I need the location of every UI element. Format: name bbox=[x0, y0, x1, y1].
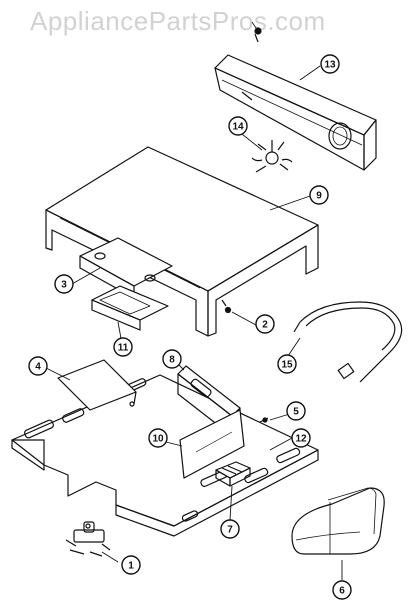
callout-5: 5 bbox=[286, 401, 306, 421]
callout-8-label: 8 bbox=[169, 355, 175, 366]
callout-9: 9 bbox=[309, 185, 329, 205]
callout-2-label: 2 bbox=[262, 320, 268, 331]
part-fan-motor bbox=[251, 140, 293, 173]
callout-3-label: 3 bbox=[61, 280, 67, 291]
callout-2: 2 bbox=[255, 314, 275, 334]
part-grease-tray bbox=[291, 487, 385, 555]
callout-4-label: 4 bbox=[35, 362, 41, 373]
part-small-screw bbox=[259, 417, 269, 423]
callout-9-label: 9 bbox=[316, 191, 322, 202]
part-cover bbox=[45, 146, 319, 337]
callout-13-label: 13 bbox=[324, 60, 336, 71]
part-power-cord bbox=[293, 301, 403, 383]
callout-1: 1 bbox=[121, 555, 141, 575]
callout-1-label: 1 bbox=[128, 561, 134, 572]
callout-7: 7 bbox=[220, 519, 240, 539]
callout-14: 14 bbox=[228, 116, 248, 136]
callout-15-label: 15 bbox=[281, 360, 293, 371]
callout-6: 6 bbox=[332, 580, 352, 600]
callout-6-label: 6 bbox=[339, 586, 345, 597]
callout-15: 15 bbox=[277, 354, 297, 374]
callout-10: 10 bbox=[148, 428, 168, 448]
callout-11-label: 11 bbox=[118, 343, 129, 354]
part-duct bbox=[91, 285, 169, 331]
part-thermal-plate bbox=[57, 359, 137, 411]
callout-14-label: 14 bbox=[232, 122, 244, 133]
part-screw bbox=[221, 299, 232, 314]
callout-4: 4 bbox=[28, 356, 48, 376]
callout-13: 13 bbox=[320, 54, 340, 74]
part-heater bbox=[79, 237, 173, 299]
callout-12-label: 12 bbox=[295, 434, 307, 445]
part-side-panel bbox=[179, 409, 245, 479]
callout-12: 12 bbox=[291, 428, 311, 448]
callout-7-label: 7 bbox=[227, 525, 233, 536]
callout-5-label: 5 bbox=[293, 407, 299, 418]
callout-10-label: 10 bbox=[152, 434, 164, 445]
part-terminal-block bbox=[215, 461, 251, 487]
part-switch bbox=[65, 521, 111, 557]
part-base-plate bbox=[11, 374, 319, 537]
callout-3: 3 bbox=[54, 274, 74, 294]
watermark: AppliancePartsPros.com bbox=[30, 6, 326, 36]
callout-8: 8 bbox=[162, 349, 182, 369]
callout-11: 11 bbox=[113, 337, 133, 357]
screw-top bbox=[254, 27, 262, 43]
part-rear-vent-panel bbox=[214, 54, 377, 171]
